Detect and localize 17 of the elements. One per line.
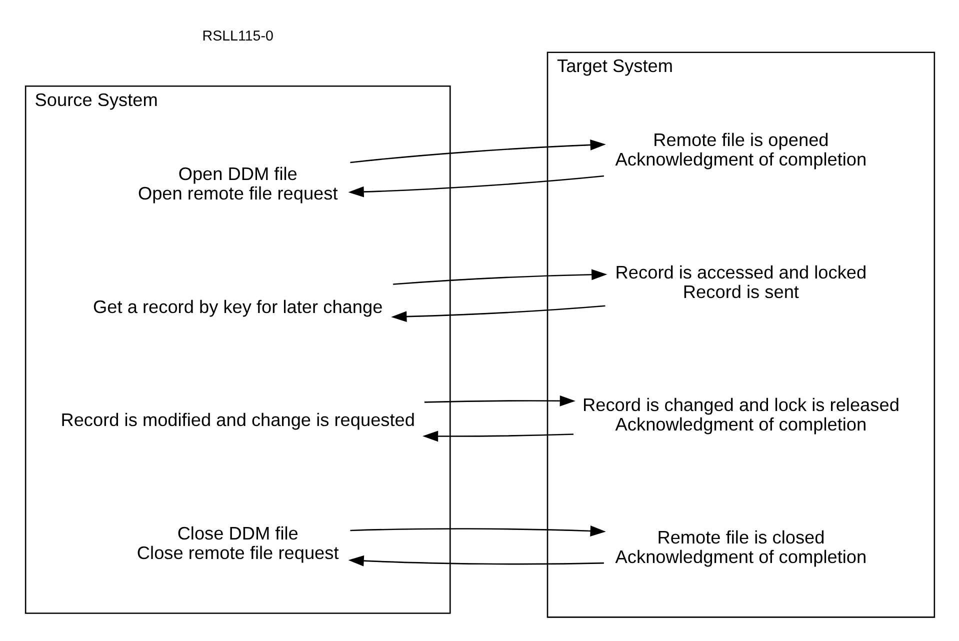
arrow bbox=[392, 269, 607, 285]
node-text: Close DDM file Close remote file request bbox=[136, 524, 338, 564]
arrow bbox=[422, 430, 573, 442]
node-text: Record is accessed and locked Record is sent bbox=[614, 262, 866, 302]
arrow bbox=[348, 555, 604, 566]
node-text: Record is modified and change is requested bbox=[60, 410, 414, 430]
label: RSLL115-0 bbox=[202, 28, 273, 44]
node-text: Remote file is opened Acknowledgment of completion bbox=[614, 130, 866, 170]
arrow bbox=[350, 139, 606, 164]
arrow bbox=[348, 175, 604, 198]
node-text: Open DDM file Open remote file request bbox=[137, 164, 338, 204]
arrow bbox=[390, 305, 605, 322]
node-text: Remote file is closed Acknowledgment of completion bbox=[614, 527, 866, 567]
arrow bbox=[350, 526, 606, 536]
arrow bbox=[424, 395, 575, 406]
node-text: Record is changed and lock is released Acknowledgment of completion bbox=[582, 394, 899, 434]
node-text: Get a record by key for later change bbox=[92, 296, 382, 317]
